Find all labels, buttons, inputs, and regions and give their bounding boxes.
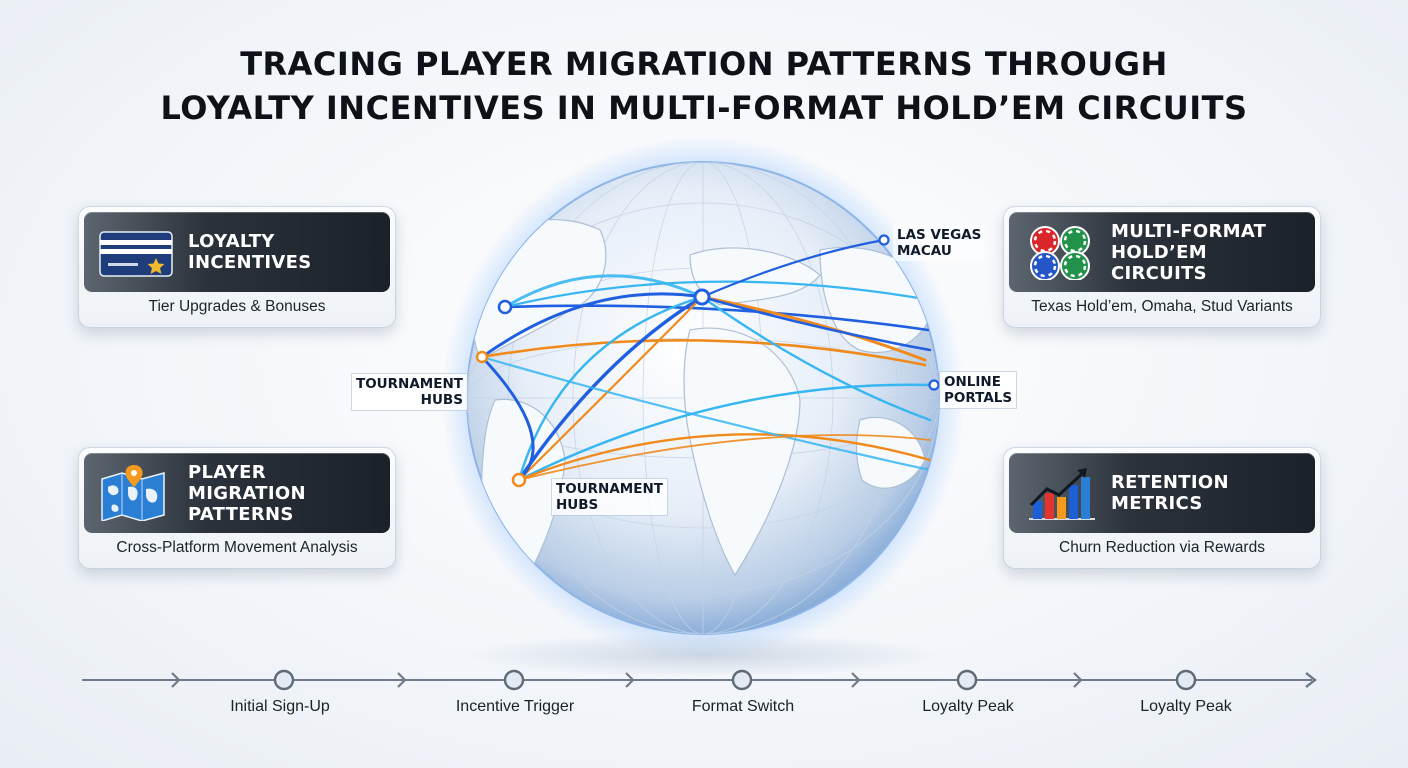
card-title-line: LOYALTY xyxy=(188,231,275,252)
route-14 xyxy=(480,355,932,472)
label-tournament-hubs-bottom: TOURNAMENT HUBS xyxy=(552,479,667,515)
timeline-node xyxy=(731,669,753,691)
route-to-las-vegas xyxy=(701,238,885,299)
card-title: MULTI-FORMAT HOLD’EM CIRCUITS xyxy=(1111,212,1307,292)
card-retention-metrics: RETENTION METRICS Churn Reduction via Re… xyxy=(1003,447,1321,569)
label-online: ONLINE xyxy=(944,374,1001,390)
card-title-line: MULTI-FORMAT xyxy=(1111,220,1267,242)
card-subtitle: Texas Hold’em, Omaha, Stud Variants xyxy=(1031,298,1293,315)
hub-nodes xyxy=(475,234,940,488)
label-online-portals: ONLINE PORTALS xyxy=(940,372,1017,408)
globe-sphere xyxy=(466,161,940,635)
card-title-line: PLAYER xyxy=(188,461,266,483)
label-tournament-hubs-left: TOURNAMENT HUBS xyxy=(352,374,467,410)
timeline-node xyxy=(956,669,978,691)
hub-node-europe xyxy=(693,288,711,306)
hub-node-tournament-left xyxy=(475,350,489,364)
route-6 xyxy=(517,295,704,482)
hub-node-north-america xyxy=(497,299,513,315)
card-subtitle: Churn Reduction via Rewards xyxy=(1059,539,1265,556)
timeline-node xyxy=(503,669,525,691)
card-title: PLAYER MIGRATION PATTERNS xyxy=(188,453,384,533)
card-title-line: HOLD’EM CIRCUITS xyxy=(1111,241,1207,284)
card-loyalty-incentives: LOYALTY INCENTIVES Tier Upgrades & Bonus… xyxy=(78,206,396,328)
timeline-step-label: Incentive Trigger xyxy=(455,698,575,715)
label-las-vegas-macau: LAS VEGAS MACAU xyxy=(893,225,986,261)
route-9 xyxy=(517,433,932,482)
timeline-step-label: Format Switch xyxy=(691,698,795,715)
card-header: LOYALTY INCENTIVES xyxy=(84,212,390,292)
card-header: RETENTION METRICS xyxy=(1009,453,1315,533)
continents xyxy=(467,219,936,612)
card-title-line: PATTERNS xyxy=(188,503,294,525)
route-15 xyxy=(503,280,932,309)
route-2 xyxy=(480,292,704,359)
route-1 xyxy=(503,274,704,309)
route-4 xyxy=(503,304,930,332)
card-title-line: INCENTIVES xyxy=(188,252,312,273)
title-line-1: TRACING PLAYER MIGRATION PATTERNS THROUG… xyxy=(240,45,1168,83)
page-title: TRACING PLAYER MIGRATION PATTERNS THROUG… xyxy=(0,42,1408,130)
globe-grid xyxy=(467,162,939,634)
card-header: MULTI-FORMAT HOLD’EM CIRCUITS xyxy=(1009,212,1315,292)
hub-node-online-portals xyxy=(928,379,940,391)
hub-node-las-vegas-macau xyxy=(878,234,890,246)
card-title-line: METRICS xyxy=(1111,493,1203,514)
timeline xyxy=(82,669,1317,691)
route-7 xyxy=(517,295,704,482)
route-16 xyxy=(518,434,931,481)
route-10 xyxy=(700,295,927,362)
card-title: LOYALTY INCENTIVES xyxy=(188,212,384,292)
label-tournament-bottom-l1: TOURNAMENT xyxy=(556,481,663,497)
route-5 xyxy=(517,295,704,482)
timeline-node xyxy=(273,669,295,691)
migration-routes xyxy=(480,274,932,482)
card-subtitle: Tier Upgrades & Bonuses xyxy=(148,298,326,315)
world-map-pin-icon xyxy=(101,465,165,521)
route-11 xyxy=(700,295,932,352)
timeline-arrow-icon xyxy=(1073,672,1083,688)
timeline-arrow-icon xyxy=(851,672,861,688)
timeline-step-label: Initial Sign-Up xyxy=(230,698,330,715)
timeline-arrow-icon xyxy=(625,672,635,688)
route-12 xyxy=(700,295,932,422)
label-tournament-left-l1: TOURNAMENT xyxy=(356,376,463,392)
label-portals: PORTALS xyxy=(944,390,1013,406)
card-subtitle: Cross-Platform Movement Analysis xyxy=(116,539,358,556)
globe-shadow xyxy=(463,633,943,677)
timeline-end-arrow-icon xyxy=(1305,672,1317,688)
bar-chart-trend-icon xyxy=(1029,468,1095,520)
card-title-line: MIGRATION xyxy=(188,482,306,504)
timeline-node xyxy=(1175,669,1197,691)
card-multi-format-circuits: MULTI-FORMAT HOLD’EM CIRCUITS Texas Hold… xyxy=(1003,206,1321,328)
title-line-2: LOYALTY INCENTIVES IN MULTI-FORMAT HOLD’… xyxy=(160,89,1248,127)
route-3 xyxy=(480,339,927,367)
label-tournament-bottom-l2: HUBS xyxy=(556,497,599,513)
timeline-arrow-icon xyxy=(397,672,407,688)
poker-chips-icon xyxy=(1030,226,1090,280)
card-title-line: RETENTION xyxy=(1111,472,1229,493)
hub-node-tournament-bottom xyxy=(511,472,527,488)
membership-card-icon xyxy=(99,231,173,277)
timeline-step-label: Loyalty Peak xyxy=(1140,698,1232,715)
timeline-step-label: Loyalty Peak xyxy=(922,698,1014,715)
route-8 xyxy=(517,383,932,482)
card-player-migration: PLAYER MIGRATION PATTERNS Cross-Platform… xyxy=(78,447,396,569)
label-macau: MACAU xyxy=(897,243,952,259)
route-13 xyxy=(480,355,535,482)
label-las-vegas: LAS VEGAS xyxy=(897,227,982,243)
card-header: PLAYER MIGRATION PATTERNS xyxy=(84,453,390,533)
timeline-arrow-icon xyxy=(171,672,181,688)
card-title: RETENTION METRICS xyxy=(1111,453,1307,533)
label-tournament-left-l2: HUBS xyxy=(420,392,463,408)
globe-glow xyxy=(441,136,965,660)
